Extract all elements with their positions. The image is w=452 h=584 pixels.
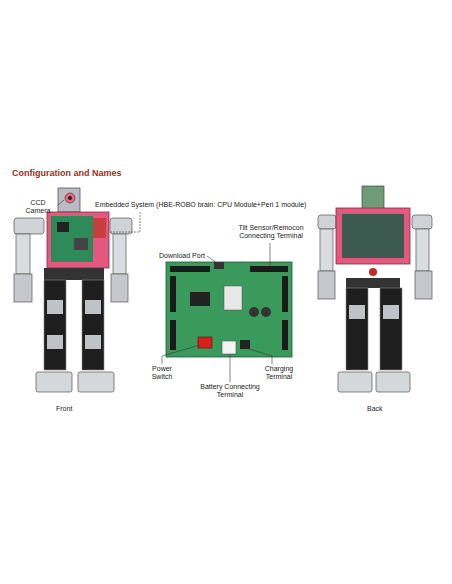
part-label: Battery Connecting Terminal: [192, 383, 268, 399]
section-title: Configuration and Names: [12, 168, 122, 178]
controller-board: [166, 262, 292, 357]
part-label: Charging Terminal: [256, 365, 302, 381]
front-robot: [14, 188, 132, 392]
part-label: Front: [56, 405, 72, 413]
part-label: Back: [367, 405, 383, 413]
part-label: Tilt Sensor/Remocon Connecting Terminal: [220, 224, 322, 240]
back-robot: [318, 186, 432, 392]
part-label: Power Switch: [144, 365, 180, 381]
part-label: Download Port: [159, 252, 205, 260]
part-label: Embedded System (HBE-ROBO brain: CPU Mod…: [95, 201, 306, 209]
part-label: CCD Camera: [18, 199, 58, 215]
